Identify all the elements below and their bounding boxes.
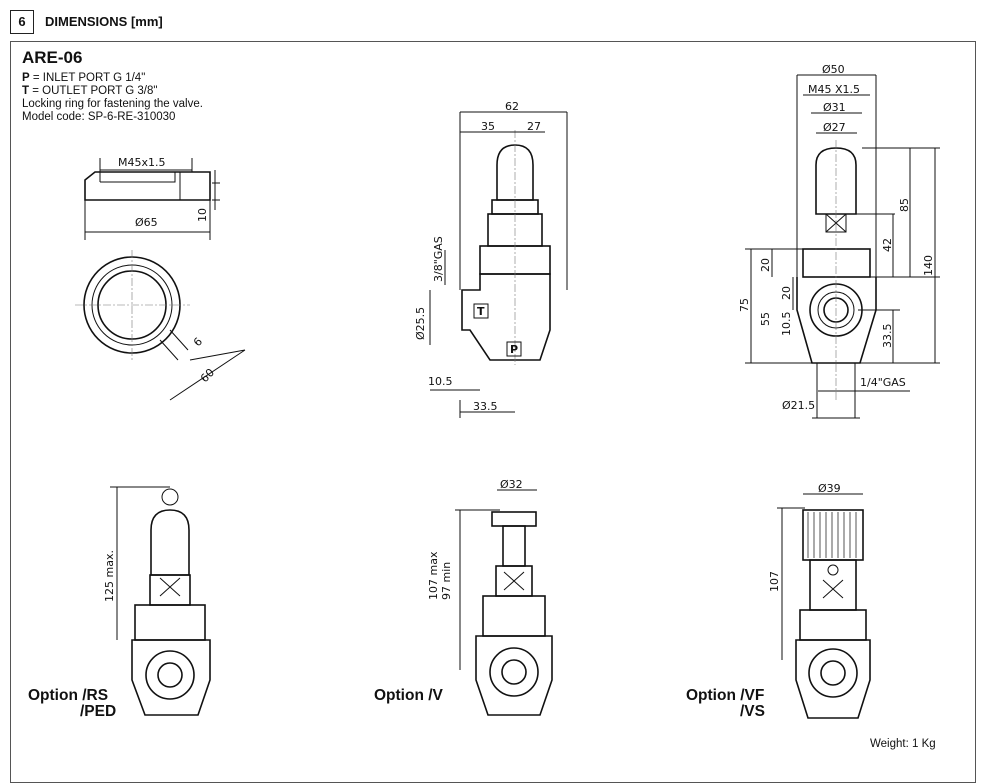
port-text: = INLET PORT G 1/4" bbox=[29, 72, 146, 84]
side-left-label: 35 bbox=[481, 120, 495, 133]
port-key: P bbox=[22, 72, 30, 84]
ring-thread-label: M45x1.5 bbox=[118, 156, 166, 169]
weight-note: Weight: 1 Kg bbox=[870, 738, 936, 750]
outlet-port-note: T = OUTLET PORT G 3/8" bbox=[22, 85, 157, 98]
ring-span-label: 60 bbox=[198, 366, 217, 385]
port-key: T bbox=[22, 85, 30, 97]
side-outlet-label: 3/8"GAS bbox=[432, 236, 445, 282]
side-offset-label: 10.5 bbox=[428, 375, 453, 388]
outlet-port-marker: T bbox=[477, 305, 485, 318]
ring-diameter-label: Ø65 bbox=[135, 216, 158, 229]
inlet-port-note: P = INLET PORT G 1/4" bbox=[22, 72, 145, 85]
option-v-min-label: 97 min bbox=[440, 562, 453, 600]
front-inlet-label: 1/4"GAS bbox=[860, 376, 906, 389]
side-right-label: 27 bbox=[527, 120, 541, 133]
port-text: = OUTLET PORT G 3/8" bbox=[29, 85, 158, 97]
front-d21-5-label: Ø21.5 bbox=[782, 399, 815, 412]
option-vf-label: Option /VF bbox=[686, 687, 765, 704]
option-v-label: Option /V bbox=[374, 687, 443, 704]
inlet-port-marker: P bbox=[510, 343, 518, 356]
option-vf-label-2: /VS bbox=[740, 703, 765, 720]
front-h20a-label: 20 bbox=[759, 258, 772, 272]
front-d50-label: Ø50 bbox=[822, 63, 845, 76]
valve-side-view: 62 35 27 3/8"GAS Ø25.5 T P 10.5 33.5 bbox=[414, 100, 568, 418]
front-h10-5-label: 10.5 bbox=[780, 312, 793, 337]
model-code: Model code: SP-6-RE-310030 bbox=[22, 111, 176, 123]
front-h33-5-label: 33.5 bbox=[881, 324, 894, 349]
option-rs-height-label: 125 max. bbox=[103, 550, 116, 602]
front-h42-label: 42 bbox=[881, 238, 894, 252]
option-rs-drawing: 125 max. bbox=[103, 486, 211, 716]
front-d31-label: Ø31 bbox=[823, 101, 846, 114]
front-h75-label: 75 bbox=[738, 298, 751, 312]
front-d27-label: Ø27 bbox=[823, 121, 846, 134]
section-number: 6 bbox=[10, 10, 34, 34]
valve-front-view: Ø50 M45 X1.5 Ø31 Ø27 85 42 140 20 75 20 … bbox=[738, 63, 940, 419]
option-v-drawing: Ø32 107 max 97 min bbox=[427, 478, 553, 716]
front-thread-label: M45 X1.5 bbox=[808, 83, 860, 96]
side-depth-label: 33.5 bbox=[473, 400, 498, 413]
ring-note: Locking ring for fastening the valve. bbox=[22, 98, 203, 110]
technical-drawing: M45x1.5 Ø65 10 6 60 62 35 27 3/8"GAS Ø25… bbox=[75, 63, 940, 719]
option-vf-diameter-label: Ø39 bbox=[818, 482, 841, 495]
front-h55-label: 55 bbox=[759, 312, 772, 326]
section-title: DIMENSIONS [mm] bbox=[45, 14, 163, 29]
option-rs-label-2: /PED bbox=[80, 703, 117, 720]
option-v-diameter-label: Ø32 bbox=[500, 478, 523, 491]
front-h20b-label: 20 bbox=[780, 286, 793, 300]
option-v-max-label: 107 max bbox=[427, 551, 440, 600]
side-width-label: 62 bbox=[505, 100, 519, 113]
locking-ring-side-view: M45x1.5 Ø65 10 bbox=[84, 156, 220, 240]
option-rs-label: Option /RS bbox=[28, 687, 109, 704]
locking-ring-front-view: 6 60 bbox=[75, 250, 246, 401]
ring-height-label: 10 bbox=[196, 208, 209, 222]
model-name: ARE-06 bbox=[22, 48, 83, 67]
front-h85-label: 85 bbox=[898, 198, 911, 212]
front-h140-label: 140 bbox=[922, 255, 935, 276]
option-vf-height-label: 107 bbox=[768, 571, 781, 592]
ring-slot-label: 6 bbox=[191, 335, 205, 349]
side-port-dia-label: Ø25.5 bbox=[414, 307, 427, 340]
option-vf-drawing: Ø39 107 bbox=[768, 482, 871, 719]
